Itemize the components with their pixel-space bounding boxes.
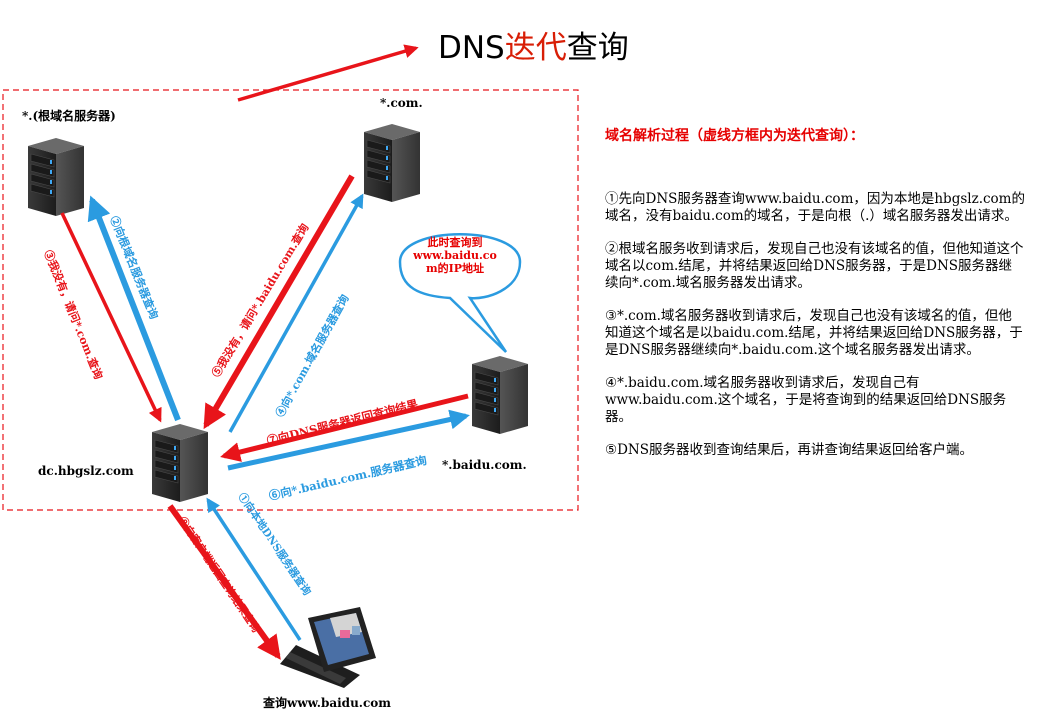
explanation-heading: 域名解析过程（虚线方框内为迭代查询）： <box>605 128 864 144</box>
step-2: ②根域名服务收到请求后，发现自己也没有该域名的值，但他知道这个域名以com.结尾… <box>605 241 1024 291</box>
laptop-icon <box>280 607 376 688</box>
dns-server-icon <box>151 423 209 503</box>
com-server-label: *.com. <box>380 96 423 110</box>
arrow-label-5: ⑤我没有，请问*.baidu.com.查询 <box>209 221 312 380</box>
arrow-4 <box>228 193 364 433</box>
explanation-panel: 域名解析过程（虚线方框内为迭代查询）： ①先向DNS服务器查询www.baidu… <box>605 128 1025 475</box>
baidu-server-label: *.baidu.com. <box>442 458 527 472</box>
arrow-3 <box>60 212 162 423</box>
title-prefix: DNS <box>438 30 505 66</box>
dns-server-label: dc.hbgslz.com <box>38 464 134 478</box>
arrow-label-6: ⑥向*.baidu.com.服务器查询 <box>268 453 429 503</box>
arrow-label-1: ①向本地DNS服务器查询 <box>236 490 315 598</box>
step-5: ⑤DNS服务器收到查询结果后，再讲查询结果返回给客户端。 <box>605 442 973 458</box>
root-server-label: *.(根域名服务器) <box>22 109 116 123</box>
arrow-8 <box>167 504 281 660</box>
step-1: ①先向DNS服务器查询www.baidu.com，因为本地是hbgslz.com… <box>605 191 1025 224</box>
client-label: 查询www.baidu.com <box>263 696 391 710</box>
bubble-text: 此时查询到 www.baidu.co m的IP地址 <box>402 236 508 275</box>
com-server-icon <box>363 123 421 203</box>
step-3: ③*.com.域名服务器收到请求后，发现自己也没有该域名的值，但他知道这个域名是… <box>605 308 1023 358</box>
arrow-label-8: ⑧向客户端返回查询结果查询 <box>176 514 263 635</box>
root-server-icon <box>27 137 85 217</box>
bubble-line-2: www.baidu.co <box>413 249 497 262</box>
page-title: DNS迭代查询 <box>438 22 629 67</box>
title-suffix: 查询 <box>566 30 629 66</box>
arrow-2 <box>87 195 181 422</box>
iterative-query-box <box>2 89 579 511</box>
arrow-7 <box>220 393 469 462</box>
bubble-line-3: m的IP地址 <box>425 262 485 275</box>
step-4: ④*.baidu.com.域名服务器收到请求后，发现自己有www.baidu.c… <box>605 375 1007 425</box>
arrow-5 <box>203 174 355 430</box>
arrow-1 <box>206 497 302 641</box>
title-arrow <box>237 44 419 102</box>
arrow-label-4: ④向*.com.域名服务器查询 <box>272 292 351 420</box>
arrow-label-3: ③我没有，请问*.com.查询 <box>41 248 106 381</box>
title-accent: 迭代 <box>504 30 567 66</box>
result-bubble <box>398 233 522 353</box>
baidu-server-icon <box>471 355 529 435</box>
arrow-6 <box>227 409 470 471</box>
bubble-line-1: 此时查询到 <box>427 236 483 249</box>
